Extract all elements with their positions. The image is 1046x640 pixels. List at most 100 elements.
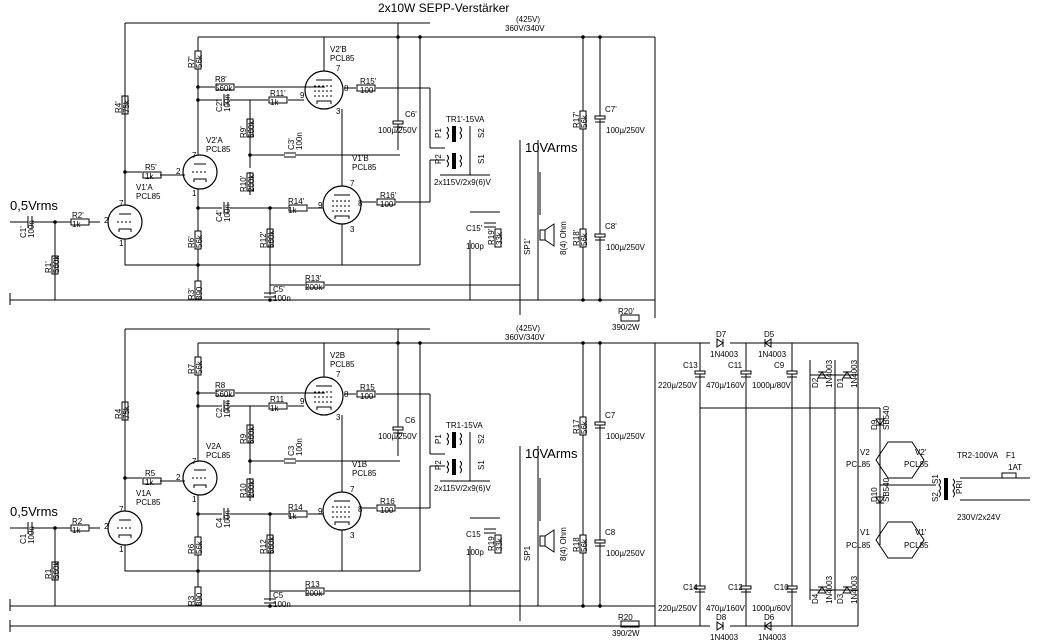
transformer-core [452,126,456,142]
junction-dot [196,404,200,408]
cathode-resistor [194,230,202,250]
junction-dot [581,298,585,302]
junction-dot [598,298,602,302]
part-value: 100 [380,506,394,515]
schottky-diode [875,418,885,426]
transformer-core [452,432,456,448]
junction-dot [581,35,585,39]
filter-capacitor [694,370,706,375]
junction-dot [268,604,272,608]
filter-capacitor [786,585,798,590]
pin-number: 8 [344,390,349,399]
capacitor-value: 470µ/160V [706,604,746,613]
snubber-resistor [494,534,502,554]
screen-resistor [376,504,396,512]
electrolytic-capacitor [594,421,606,426]
tube-ref: V2'A [206,136,223,145]
tube-type: PCL85 [330,360,355,369]
heater-label: V2' [915,448,927,457]
upper-output-pentode [304,70,344,110]
tube-type: PCL85 [206,145,231,154]
filter-capacitor [740,585,752,590]
part-ref: C15' [466,224,483,233]
part-value: 100µ/250V [606,126,646,135]
divider-resistor [579,534,587,554]
part-ref: R17 [572,419,581,434]
part-ref: R13 [305,580,320,589]
voltage-label: 360V/340V [505,24,545,33]
capacitor-value: 1000µ/60V [752,604,792,613]
speaker [544,223,555,247]
divider-resistor [579,228,587,248]
pin-number: 2 [176,473,181,482]
transformer-winding [459,154,462,168]
feedback-resistor [215,389,235,397]
heater-label: V1' [915,528,927,537]
part-ref: C3' [287,138,296,150]
part-value: 1k [270,98,279,107]
transformer-winding [446,126,449,140]
tube-cathode [193,484,207,488]
junction-dot [268,206,272,210]
junction-dot [598,604,602,608]
pin-number: 3 [350,225,355,234]
pin-number: 1 [192,495,197,504]
transformer-pin: S2 [931,492,940,502]
diode-value: SB540 [882,405,891,430]
pin-number: 2 [104,522,109,531]
transformer-pin: P2 [434,460,443,470]
diode-value: 1N4003 [710,350,739,359]
part-ref: R5' [145,163,157,172]
part-ref: R9' [239,126,248,138]
part-value: 100n [223,204,232,222]
electrolytic-capacitor [594,233,606,238]
heater-string [875,441,925,479]
transformer-ref: TR2-100VA [957,451,999,460]
pin-number: 7 [350,179,355,188]
diode-ref: D4 [811,593,820,604]
heater-label: V1 [860,528,870,537]
part-value: 100µ/250V [378,126,418,135]
transformer-pin: S1 [931,474,940,484]
junction-dot [123,170,127,174]
part-ref: R13' [305,274,322,283]
tube-ref: V1'A [136,183,153,192]
fuse [1001,472,1017,479]
part-value: 1k [145,478,154,487]
part-ref: R14' [288,197,305,206]
plate-resistor [194,356,202,376]
cathode-resistor [194,280,202,300]
part-ref: R17' [572,111,581,128]
pin-number: 7 [119,505,124,514]
lower-output-pentode [322,491,362,531]
part-ref: R11 [270,395,285,404]
snubber-resistor [494,228,502,248]
part-value: 100µ/250V [606,549,646,558]
junction-dot [196,206,200,210]
part-value: 560k [52,561,61,579]
diode-ref: D7 [716,330,727,339]
junction-dot [196,263,200,267]
grid-stopper [268,96,288,104]
part-value: 100n [295,438,304,456]
tube-cathode [334,521,350,525]
rectifier-diode [716,621,724,631]
transformer-ref: TR1'-15VA [446,115,485,124]
part-value: 390 [195,592,204,606]
schottky-diode [875,496,885,504]
junction-dot [396,35,400,39]
output-label: 10VArms [525,140,578,155]
part-value: 100n [223,510,232,528]
transformer-pin: S2 [477,434,486,444]
tube-ref: V1B [352,460,367,469]
tube-cathode [118,228,132,232]
tube-cathode [334,215,350,219]
rectifier-diode [764,621,772,631]
part-ref: C4 [215,517,224,528]
diode-ref: D2 [811,377,820,388]
transformer-winding [459,460,462,474]
filter-capacitor [786,370,798,375]
part-ref: R2 [72,517,83,526]
heater-label: PCL85 [846,460,871,469]
part-value: 1k [72,526,81,535]
